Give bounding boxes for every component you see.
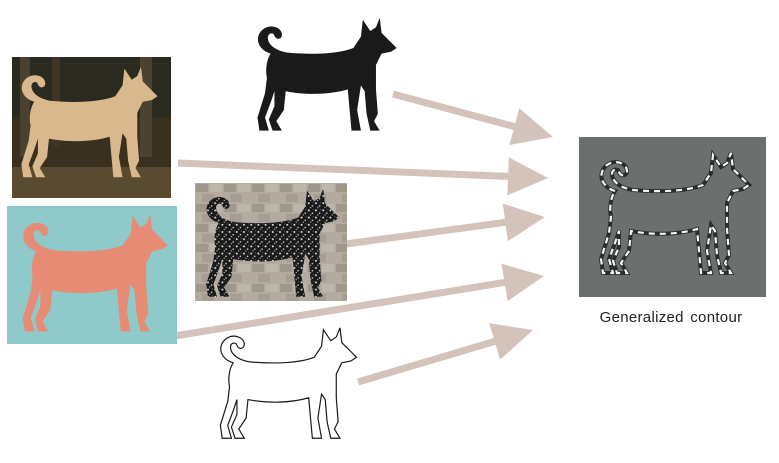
- dog-silhouette-black-icon: [257, 17, 397, 131]
- arrow-from-salmon: [149, 263, 544, 344]
- arrow-from-black-silhouette: [392, 90, 553, 145]
- dog-silhouette-textured-panel: [195, 183, 347, 301]
- dog-silhouette-salmon-icon: [7, 206, 177, 344]
- arrow-from-photo: [177, 157, 548, 196]
- arrow-from-outline: [357, 323, 533, 386]
- dog-outline-icon: [219, 327, 358, 439]
- dog-silhouette-salmon-panel: [7, 206, 177, 344]
- generalized-contour-caption: Generalized contour: [599, 309, 743, 326]
- dog-photo-icon: [12, 57, 171, 198]
- arrow-from-textured: [345, 203, 545, 248]
- dog-silhouette-black-panel: [250, 16, 400, 140]
- dog-photo-panel: [12, 57, 171, 198]
- dog-dashed-contour-icon: [579, 137, 766, 297]
- generalized-contour-panel: [579, 137, 766, 297]
- dog-outline-panel: [210, 323, 360, 455]
- dog-silhouette-textured-icon: [195, 183, 347, 301]
